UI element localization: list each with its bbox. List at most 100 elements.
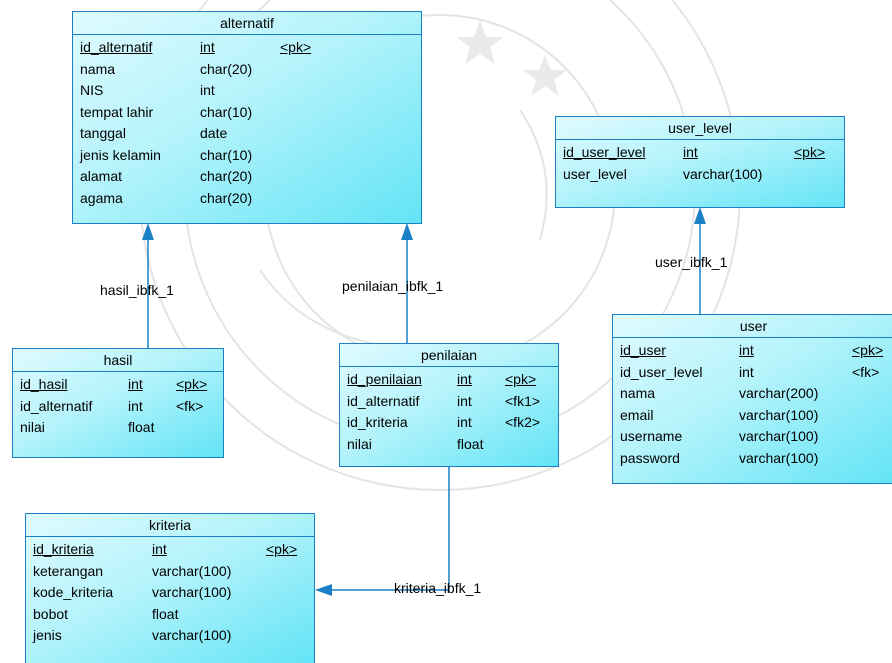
column-name: user_level <box>563 165 627 182</box>
column-name: keterangan <box>33 562 104 579</box>
entity-title: user_level <box>556 117 844 140</box>
column-name: id_penilaian <box>347 371 422 387</box>
column-type: varchar(100) <box>683 165 763 182</box>
kriteria-ibfk-arrow <box>315 584 332 596</box>
entity-title: penilaian <box>340 344 558 367</box>
column-name: tanggal <box>80 125 126 141</box>
column-type: int <box>457 414 472 430</box>
column-name: agama <box>80 189 123 206</box>
entity-title: kriteria <box>26 514 314 537</box>
relation-label-penilaian-ibfk-1: penilaian_ibfk_1 <box>342 278 444 294</box>
column-key: <pk> <box>794 144 826 160</box>
column-row: tanggal date <box>80 123 415 145</box>
column-key: <fk> <box>176 397 204 414</box>
relation-label-kriteria-ibfk-1: kriteria_ibfk_1 <box>394 580 482 596</box>
column-row: nama varchar(200) <box>620 383 888 405</box>
column-type: int <box>683 144 698 160</box>
entity-user-level[interactable]: user_level id_user_level int <pk> user_lev… <box>555 116 845 208</box>
column-row: jenis kelamin char(10) <box>80 145 415 167</box>
column-type: char(10) <box>200 146 253 163</box>
column-row: bobot float <box>33 604 308 626</box>
hasil-ibfk-arrow <box>142 223 154 240</box>
relation-label-user-ibfk-1: user_ibfk_1 <box>655 254 728 270</box>
column-row: keterangan varchar(100) <box>33 561 308 583</box>
column-type: float <box>152 605 179 622</box>
column-type: varchar(100) <box>152 584 232 600</box>
column-row: id_user_level int <fk> <box>620 362 888 384</box>
column-name: alamat <box>80 168 123 184</box>
column-name: id_kriteria <box>33 541 94 557</box>
column-name: nilai <box>20 419 45 435</box>
column-name: id_alternatif <box>20 397 93 414</box>
column-type: date <box>200 125 228 141</box>
entity-title: alternatif <box>73 12 421 35</box>
column-type: char(20) <box>200 189 253 206</box>
penilaian-ibfk-arrow <box>401 223 413 240</box>
column-type: int <box>128 376 143 392</box>
column-key: <pk> <box>266 541 298 557</box>
column-name: jenis kelamin <box>80 146 161 163</box>
column-row: id_alternatif int <fk1> <box>347 391 552 413</box>
column-type: int <box>457 371 472 387</box>
column-key: <fk1> <box>505 392 541 409</box>
column-key: <pk> <box>852 342 884 358</box>
column-row: id_penilaian int <pk> <box>347 369 552 391</box>
column-row: user_level varchar(100) <box>563 164 838 186</box>
relation-label-hasil-ibfk-1: hasil_ibfk_1 <box>100 282 174 298</box>
column-name: id_kriteria <box>347 414 408 430</box>
column-type: char(20) <box>200 168 253 184</box>
column-type: varchar(100) <box>739 406 819 423</box>
column-type: varchar(100) <box>739 428 819 444</box>
column-name: id_user_level <box>563 144 646 160</box>
column-name: NIS <box>80 82 104 98</box>
column-name: email <box>620 406 654 423</box>
column-name: nilai <box>347 435 372 452</box>
column-row: email varchar(100) <box>620 405 888 427</box>
column-name: id_alternatif <box>347 392 420 409</box>
column-row: id_user_level int <pk> <box>563 142 838 164</box>
column-type: float <box>128 419 155 435</box>
column-type: char(20) <box>200 60 253 77</box>
column-type: int <box>739 363 754 380</box>
column-name: id_user_level <box>620 363 703 380</box>
user-ibfk-arrow <box>694 207 706 224</box>
column-key: <fk> <box>852 363 880 380</box>
column-key: <pk> <box>280 39 312 55</box>
column-name: password <box>620 449 680 466</box>
column-name: bobot <box>33 605 69 622</box>
column-name: nama <box>620 385 656 401</box>
kriteria-ibfk-line <box>322 467 450 591</box>
entity-title: user <box>613 315 892 338</box>
column-row: id_kriteria int <fk2> <box>347 412 552 434</box>
column-name: jenis <box>33 627 62 643</box>
column-key: <pk> <box>176 376 208 392</box>
column-name: nama <box>80 60 116 77</box>
column-key: <fk2> <box>505 414 541 430</box>
column-row: id_alternatif int <fk> <box>20 396 217 418</box>
column-type: int <box>457 392 472 409</box>
column-type: int <box>128 397 143 414</box>
column-row: nama char(20) <box>80 59 415 81</box>
column-name: username <box>620 428 683 444</box>
column-type: char(10) <box>200 103 253 120</box>
column-name: tempat lahir <box>80 103 154 120</box>
column-type: int <box>200 82 215 98</box>
column-key: <pk> <box>505 371 537 387</box>
column-name: id_user <box>620 342 666 358</box>
column-type: varchar(200) <box>739 385 819 401</box>
column-row: nilai float <box>20 417 217 439</box>
column-row: agama char(20) <box>80 188 415 210</box>
column-row: username varchar(100) <box>620 426 888 448</box>
column-type: varchar(100) <box>152 562 232 579</box>
